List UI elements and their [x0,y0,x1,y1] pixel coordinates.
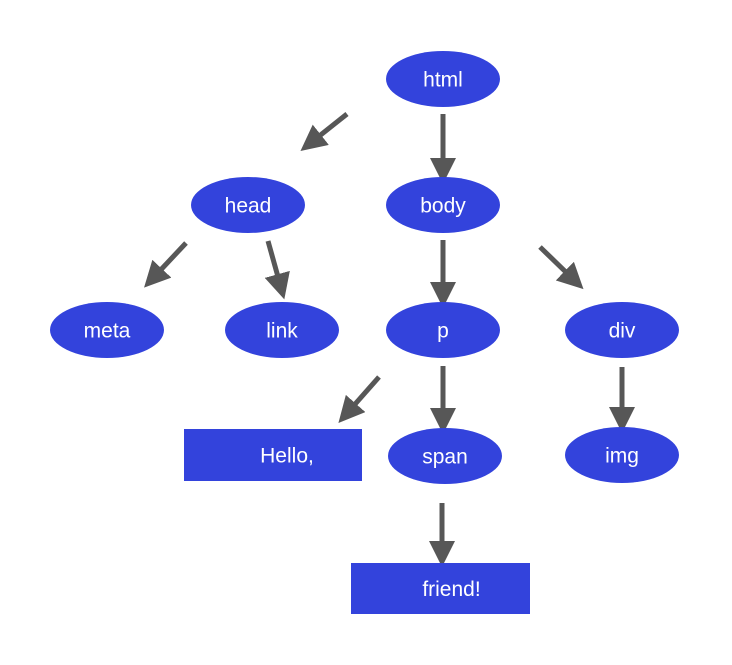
node-body[interactable]: body [386,177,500,233]
node-html[interactable]: html [386,51,500,107]
node-label-link: link [266,320,298,343]
node-div[interactable]: div [565,302,679,358]
node-friend[interactable]: friend! [351,563,530,614]
node-label-head: head [225,195,272,218]
node-shape-ellipse-div [565,302,679,358]
node-label-meta: meta [84,320,131,343]
edge-arrow-body-to-div [538,245,584,290]
node-shape-rect-friend [351,563,530,614]
node-label-span: span [422,446,468,469]
node-shape-ellipse-html [386,51,500,107]
edge-arrow-head-to-link [264,240,290,300]
node-label-html: html [423,69,463,92]
node-label-hello: Hello, [260,445,314,468]
edge-arrow-html-to-head [300,112,349,151]
node-shape-ellipse-meta [50,302,164,358]
node-head[interactable]: head [191,177,305,233]
node-shape-ellipse-img [565,427,679,483]
node-shape-ellipse-link [225,302,339,358]
node-label-div: div [609,320,636,343]
node-shape-ellipse-head [191,177,305,233]
edge-arrow-p-to-hello [338,375,381,423]
node-label-p: p [437,320,449,343]
node-label-body: body [420,195,466,218]
node-label-img: img [605,445,639,468]
edge-arrow-head-to-meta [144,241,188,288]
node-shape-rect-hello [184,429,362,481]
node-meta[interactable]: meta [50,302,164,358]
node-shape-ellipse-p [386,302,500,358]
edges-layer [144,112,635,567]
node-label-friend: friend! [422,578,480,601]
node-p[interactable]: p [386,302,500,358]
node-shape-ellipse-body [386,177,500,233]
node-img[interactable]: img [565,427,679,483]
node-shape-ellipse-span [388,428,502,484]
node-span[interactable]: span [388,428,502,484]
node-hello[interactable]: Hello, [184,429,362,481]
node-link[interactable]: link [225,302,339,358]
